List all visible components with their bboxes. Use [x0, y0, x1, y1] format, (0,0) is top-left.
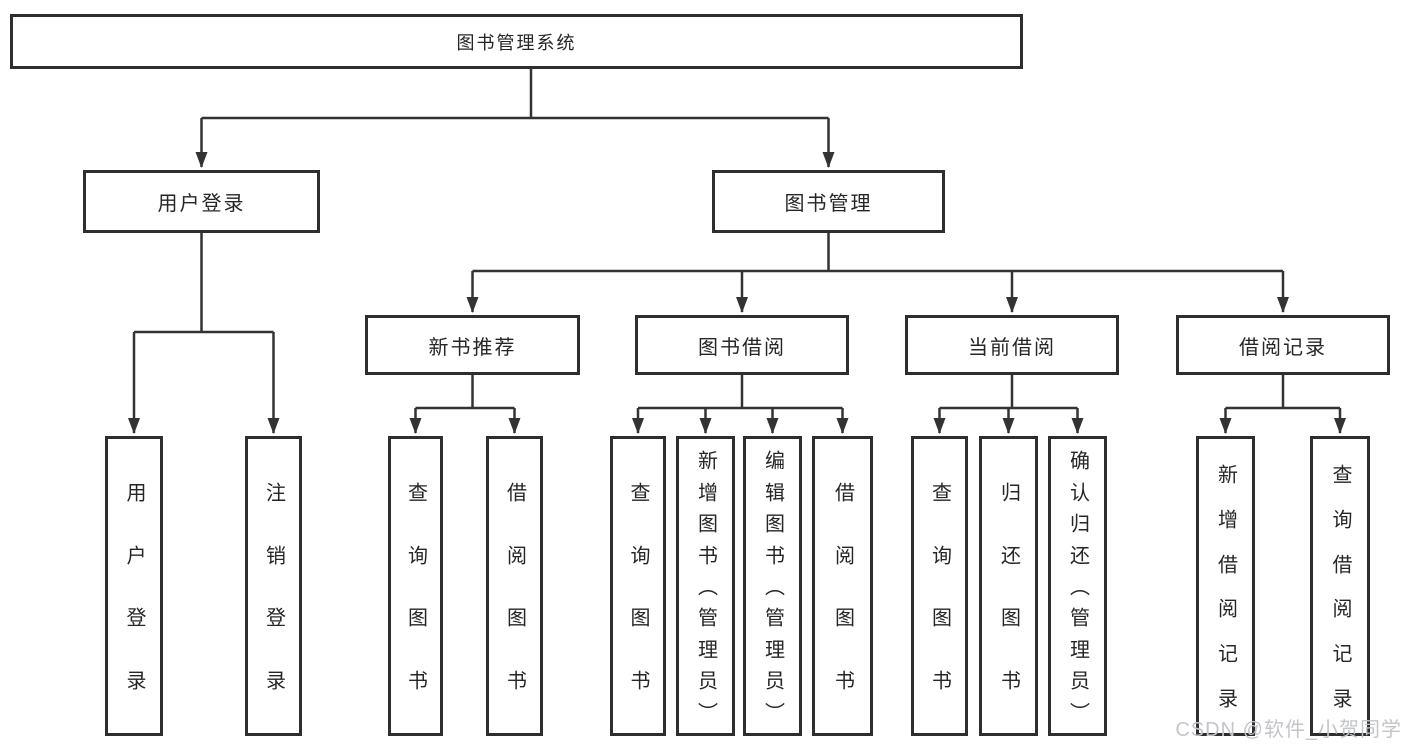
leaf-borrow-books-label: 借阅图书 — [831, 481, 854, 691]
leaf-query-borrow-record-label: 查询借阅记录 — [1329, 463, 1351, 709]
leaf-borrow-books-recommend-label: 借阅图书 — [503, 481, 526, 691]
node-borrowing-records: 借阅记录 — [1176, 315, 1390, 375]
node-borrowing-records-label: 借阅记录 — [1239, 336, 1327, 359]
leaf-edit-book-admin: 编辑图书（管理员） — [743, 436, 802, 736]
leaf-query-books-recommend: 查询图书 — [388, 436, 443, 736]
leaf-confirm-return-admin-label: 确认归还（管理员） — [1066, 450, 1089, 722]
leaf-query-books-borrow-label: 查询图书 — [627, 481, 649, 691]
node-user-login: 用户登录 — [83, 170, 320, 233]
connector-book-borrow-children — [632, 375, 849, 434]
node-book-borrowing: 图书借阅 — [635, 315, 849, 375]
leaf-edit-book-admin-label: 编辑图书（管理员） — [761, 450, 784, 722]
leaf-query-books-borrow: 查询图书 — [610, 436, 666, 736]
node-current-borrowing: 当前借阅 — [905, 315, 1119, 375]
leaf-add-book-admin: 新增图书（管理员） — [676, 436, 735, 736]
connector-user-login-children — [128, 233, 280, 434]
node-new-book-recommendation-label: 新书推荐 — [428, 336, 517, 359]
node-book-borrowing-label: 图书借阅 — [698, 336, 786, 359]
connector-current-borrow-children — [933, 375, 1084, 434]
node-current-borrowing-label: 当前借阅 — [968, 336, 1056, 359]
leaf-logout-label: 注销登录 — [262, 481, 285, 691]
leaf-return-books: 归还图书 — [979, 436, 1038, 736]
node-new-book-recommendation: 新书推荐 — [365, 315, 580, 375]
leaf-query-books-current: 查询图书 — [911, 436, 968, 736]
connector-new-book-children — [409, 375, 521, 434]
leaf-add-book-admin-label: 新增图书（管理员） — [694, 450, 717, 722]
leaf-logout: 注销登录 — [245, 436, 302, 736]
leaf-add-borrow-record: 新增借阅记录 — [1196, 436, 1255, 736]
watermark: CSDN @软件_小贺同学 — [1175, 719, 1402, 741]
connector-borrow-records-children — [1219, 375, 1346, 434]
leaf-user-login-label: 用户登录 — [123, 481, 145, 691]
leaf-query-books-recommend-label: 查询图书 — [404, 481, 427, 691]
leaf-add-borrow-record-label: 新增借阅记录 — [1214, 463, 1237, 709]
node-book-management-label: 图书管理 — [784, 193, 873, 215]
leaf-return-books-label: 归还图书 — [997, 481, 1020, 691]
leaf-query-books-current-label: 查询图书 — [928, 481, 951, 691]
leaf-borrow-books-recommend: 借阅图书 — [486, 436, 543, 736]
node-book-management: 图书管理 — [712, 170, 945, 233]
node-user-login-label: 用户登录 — [157, 193, 246, 215]
leaf-confirm-return-admin: 确认归还（管理员） — [1048, 436, 1107, 736]
node-root: 图书管理系统 — [10, 14, 1023, 69]
node-root-label: 图书管理系统 — [456, 32, 577, 53]
leaf-user-login: 用户登录 — [105, 436, 163, 736]
leaf-borrow-books: 借阅图书 — [812, 436, 873, 736]
connector-book-management-children — [466, 233, 1289, 313]
connector-root-to-level2 — [195, 69, 835, 168]
leaf-query-borrow-record: 查询借阅记录 — [1310, 436, 1370, 736]
